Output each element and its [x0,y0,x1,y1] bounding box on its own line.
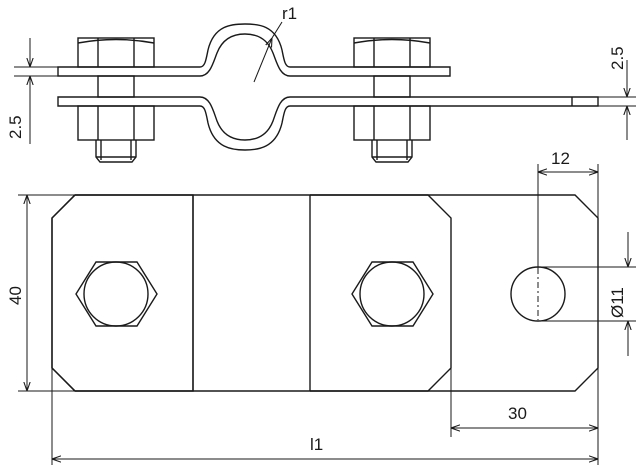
right-thickness-label: 2.5 [608,46,627,70]
right-bolt-shank [373,75,411,98]
left-bolt-thread [95,140,137,163]
hole-offset-dimension [537,164,599,268]
radius-dimension [253,21,283,83]
end-length-dimension [450,368,599,465]
left-bolt [77,37,155,163]
end-length-label: 30 [508,404,527,423]
left-thickness-dimension [14,38,58,144]
right-nut-top [353,37,431,68]
right-thickness-dimension [598,60,636,140]
left-thickness-label: 2.5 [6,115,25,139]
height-dimension [18,194,75,392]
left-nut-top [77,37,155,68]
plate-outline [51,194,599,392]
total-length-dimension [51,368,598,465]
left-bolt-shank [97,75,135,98]
right-hex-nut [351,261,434,327]
right-bolt [353,37,431,163]
total-length-label: l1 [310,435,323,454]
left-hex-nut [75,261,158,327]
left-plate [51,194,194,392]
height-label: 40 [6,286,25,305]
right-bolt-thread [371,140,413,163]
top-strap [57,23,451,77]
hole-diameter-dimension [538,232,636,356]
right-plate [310,194,452,392]
bottom-strap [57,96,599,151]
top-view [51,194,599,392]
side-view [57,23,599,163]
left-nut-bottom [77,105,155,141]
hole-offset-label: 12 [551,149,570,168]
hole-diameter-label: Ø11 [608,287,627,318]
right-nut-bottom [353,105,431,141]
radius-label: r1 [282,4,297,23]
